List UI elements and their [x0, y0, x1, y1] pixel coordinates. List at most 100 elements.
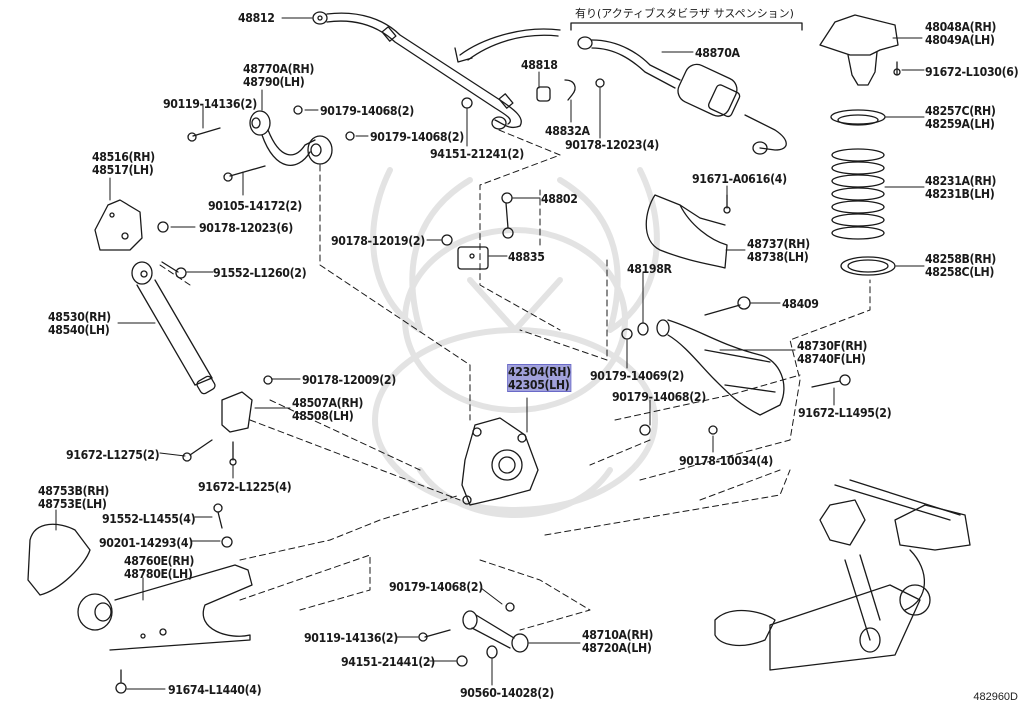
bushing-48818[interactable] — [536, 86, 551, 102]
bolt-91672-l1030[interactable] — [893, 61, 901, 76]
part-label-90179-140682[interactable]: 90179-14068(2) — [370, 130, 464, 143]
clip-90178-10034[interactable] — [708, 425, 718, 435]
part-label-90201-142934[interactable]: 90201-14293(4) — [99, 536, 193, 549]
nut-90179-14068-b[interactable] — [345, 131, 355, 141]
part-label-91671-a06164[interactable]: 91671-A0616(4) — [692, 172, 787, 185]
shock-upper-bracket[interactable] — [94, 199, 143, 251]
bracket-48832a[interactable] — [564, 79, 576, 101]
upper-arm[interactable] — [249, 110, 333, 166]
part-label-91672-l12254[interactable]: 91672-L1225(4) — [198, 480, 292, 493]
upper-support-mount[interactable] — [819, 14, 899, 86]
part-label-90178-120236[interactable]: 90178-12023(6) — [199, 221, 293, 234]
bolt-91672-l1495[interactable] — [811, 374, 851, 388]
part-label-48231arh[interactable]: 48231A(RH)48231B(LH) — [925, 174, 996, 200]
part-label-91672-l14952[interactable]: 91672-L1495(2) — [798, 406, 892, 419]
cam-48198r[interactable] — [637, 322, 649, 336]
part-number: 90179-14069(2) — [590, 368, 684, 383]
part-label-48258brh[interactable]: 48258B(RH)48258C(LH) — [925, 252, 996, 278]
part-label-48198r[interactable]: 48198R — [627, 262, 672, 275]
shock-lower-bracket[interactable] — [221, 391, 253, 433]
bolt-90119-14136-a[interactable] — [187, 127, 221, 142]
nut-90178-12023-4[interactable] — [595, 78, 605, 88]
part-label-48730frh[interactable]: 48730F(RH)48740F(LH) — [797, 339, 867, 365]
bolt-90119-14136-b[interactable] — [418, 629, 451, 642]
part-label-94151-212412[interactable]: 94151-21241(2) — [430, 147, 524, 160]
part-label-48048arh[interactable]: 48048A(RH)48049A(LH) — [925, 20, 996, 46]
mudguard[interactable] — [645, 194, 728, 269]
lateral-link[interactable] — [462, 610, 529, 653]
part-label-90119-141362[interactable]: 90119-14136(2) — [163, 97, 257, 110]
part-label-48802[interactable]: 48802 — [541, 192, 578, 205]
nut-90178-12009[interactable] — [263, 375, 273, 385]
spring-upper-seat[interactable] — [830, 109, 886, 126]
nut-94151-21241[interactable] — [461, 97, 473, 109]
part-label-48737rh[interactable]: 48737(RH)48738(LH) — [747, 237, 810, 263]
active-stabilizer-actuator[interactable] — [577, 36, 787, 155]
cam-bolt-48409[interactable] — [704, 296, 751, 316]
clip-91671-a0616[interactable] — [723, 194, 731, 214]
arm-cover[interactable] — [27, 523, 91, 596]
part-label-91672-l12752[interactable]: 91672-L1275(2) — [66, 448, 160, 461]
part-label-90178-120092[interactable]: 90178-12009(2) — [302, 373, 396, 386]
part-label-48257crh[interactable]: 48257C(RH)48259A(LH) — [925, 104, 996, 130]
nut-90179-14068-c[interactable] — [639, 424, 651, 436]
part-label-48507arh[interactable]: 48507A(RH)48508(LH) — [292, 396, 363, 422]
bolt-91552-l1260[interactable] — [161, 261, 187, 279]
nut-94151-21441[interactable] — [456, 655, 468, 667]
bolt-91674-l1440[interactable] — [115, 669, 127, 694]
part-number: 48198R — [627, 261, 672, 276]
part-label-48530rh[interactable]: 48530(RH)48540(LH) — [48, 310, 111, 336]
coil-spring[interactable] — [831, 148, 885, 240]
part-label-48760erh[interactable]: 48760E(RH)48780E(LH) — [124, 554, 194, 580]
part-label-91674-l14404[interactable]: 91674-L1440(4) — [168, 683, 262, 696]
part-label-90178-120234[interactable]: 90178-12023(4) — [565, 138, 659, 151]
part-label-48812[interactable]: 48812 — [238, 11, 275, 24]
part-label-42304rh[interactable]: 42304(RH)42305(LH) — [507, 364, 572, 392]
part-label-90119-141362[interactable]: 90119-14136(2) — [304, 631, 398, 644]
stabilizer-link[interactable] — [501, 192, 514, 239]
part-label-90178-100344[interactable]: 90178-10034(4) — [679, 454, 773, 467]
part-label-48832a[interactable]: 48832A — [545, 124, 590, 137]
bolt-91672-l1275[interactable] — [182, 439, 213, 462]
part-label-91552-l14554[interactable]: 91552-L1455(4) — [102, 512, 196, 525]
spring-lower-seat[interactable] — [840, 256, 896, 276]
bolt-90105-14172[interactable] — [223, 165, 266, 182]
part-label-90560-140282[interactable]: 90560-14028(2) — [460, 686, 554, 699]
part-label-48770arh[interactable]: 48770A(RH)48790(LH) — [243, 62, 314, 88]
part-label-90105-141722[interactable]: 90105-14172(2) — [208, 199, 302, 212]
part-label-90179-140682[interactable]: 90179-14068(2) — [612, 390, 706, 403]
bolt-91672-l1225[interactable] — [229, 441, 237, 466]
part-label-48870a[interactable]: 48870A — [695, 46, 740, 59]
nut-90179-14069[interactable] — [621, 328, 633, 340]
part-label-94151-214412[interactable]: 94151-21441(2) — [341, 655, 435, 668]
part-label-90179-140682[interactable]: 90179-14068(2) — [320, 104, 414, 117]
part-number: 48508(LH) — [292, 408, 354, 423]
nut-90179-14068-a[interactable] — [293, 105, 303, 115]
bolt-91552-l1455[interactable] — [213, 503, 223, 529]
part-label-91672-l10306[interactable]: 91672-L1030(6) — [925, 65, 1019, 78]
part-label-90178-120192[interactable]: 90178-12019(2) — [331, 234, 425, 247]
part-label-90179-140682[interactable]: 90179-14068(2) — [389, 580, 483, 593]
link-bracket-48835[interactable] — [457, 246, 489, 270]
washer-90201-14293[interactable] — [221, 536, 233, 548]
nut-90178-12019[interactable] — [441, 234, 453, 246]
nut-90178-12023-6[interactable] — [157, 221, 169, 233]
part-number: 90178-10034(4) — [679, 453, 773, 468]
part-label-48710arh[interactable]: 48710A(RH)48720A(LH) — [582, 628, 653, 654]
part-label-48516rh[interactable]: 48516(RH)48517(LH) — [92, 150, 155, 176]
part-label-91552-l12602[interactable]: 91552-L1260(2) — [213, 266, 307, 279]
steering-knuckle[interactable] — [461, 417, 539, 506]
part-number: 48710A(RH) — [582, 627, 654, 642]
part-label-48409[interactable]: 48409 — [782, 297, 819, 310]
part-label-48818[interactable]: 48818 — [521, 58, 558, 71]
part-label-90179-140692[interactable]: 90179-14069(2) — [590, 369, 684, 382]
stabilizer-bar[interactable] — [312, 11, 522, 130]
part-label-48753brh[interactable]: 48753B(RH)48753E(LH) — [38, 484, 109, 510]
lower-arm[interactable] — [656, 319, 785, 416]
shock-absorber[interactable] — [131, 261, 216, 395]
nut-90179-14068-d[interactable] — [505, 602, 515, 612]
part-number: 48516(RH) — [92, 149, 155, 164]
washer-90560-14028[interactable] — [486, 645, 498, 659]
trailing-arm[interactable] — [77, 564, 253, 651]
part-label-48835[interactable]: 48835 — [508, 250, 545, 263]
